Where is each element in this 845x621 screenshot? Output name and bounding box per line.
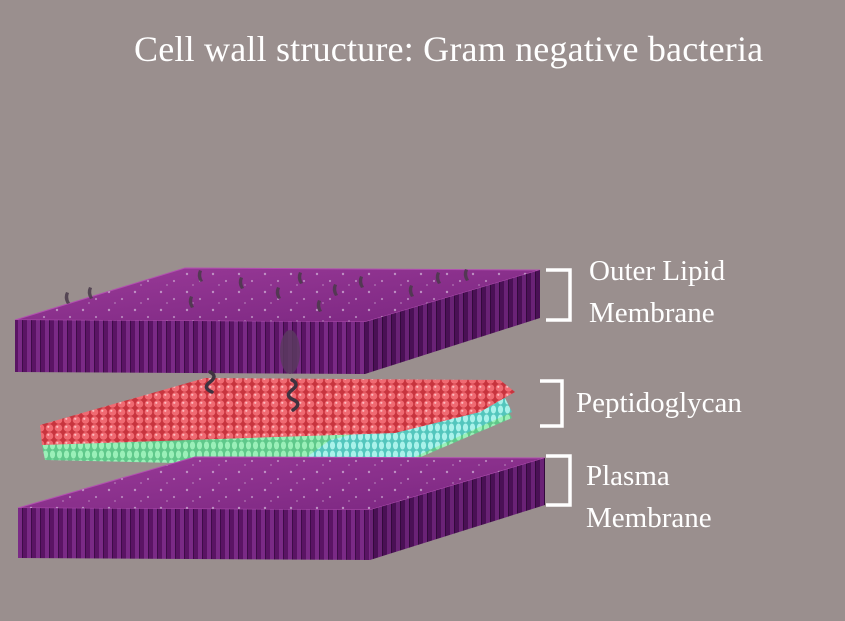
plasma-membrane-top-dots — [18, 457, 545, 510]
outer-membrane-layer — [14, 267, 541, 374]
outer-membrane-label-line-1: Outer Lipid — [589, 255, 726, 287]
peptidoglycan-red-surface — [40, 378, 515, 445]
plasma-membrane-side — [370, 458, 545, 560]
plasma-membrane-label-line-2: Membrane — [586, 502, 712, 534]
outer-membrane-label-line-2: Membrane — [589, 297, 715, 329]
plasma-membrane-layer — [17, 456, 546, 560]
outer-membrane-front — [15, 320, 365, 374]
plasma-membrane-bracket — [546, 454, 572, 507]
outer-membrane-label: Outer Lipid Membrane — [589, 250, 725, 334]
outer-membrane-side — [365, 270, 540, 374]
plasma-membrane-front — [18, 508, 370, 560]
peptidoglycan-layer — [40, 370, 515, 468]
plasma-membrane-label: Plasma Membrane — [586, 455, 712, 539]
plasma-membrane-label-line-1: Plasma — [586, 460, 670, 492]
outer-membrane-protein-tails — [64, 269, 469, 312]
peptidoglycan-bracket — [540, 379, 564, 428]
lipoprotein-connectors — [204, 370, 300, 412]
peptidoglycan-label: Peptidoglycan — [576, 382, 742, 424]
page-title: Cell wall structure: Gram negative bacte… — [134, 29, 764, 69]
porin-channel — [280, 330, 300, 374]
peptidoglycan-label-line-1: Peptidoglycan — [576, 387, 742, 419]
outer-membrane-bracket — [546, 268, 572, 322]
brackets — [540, 268, 572, 507]
